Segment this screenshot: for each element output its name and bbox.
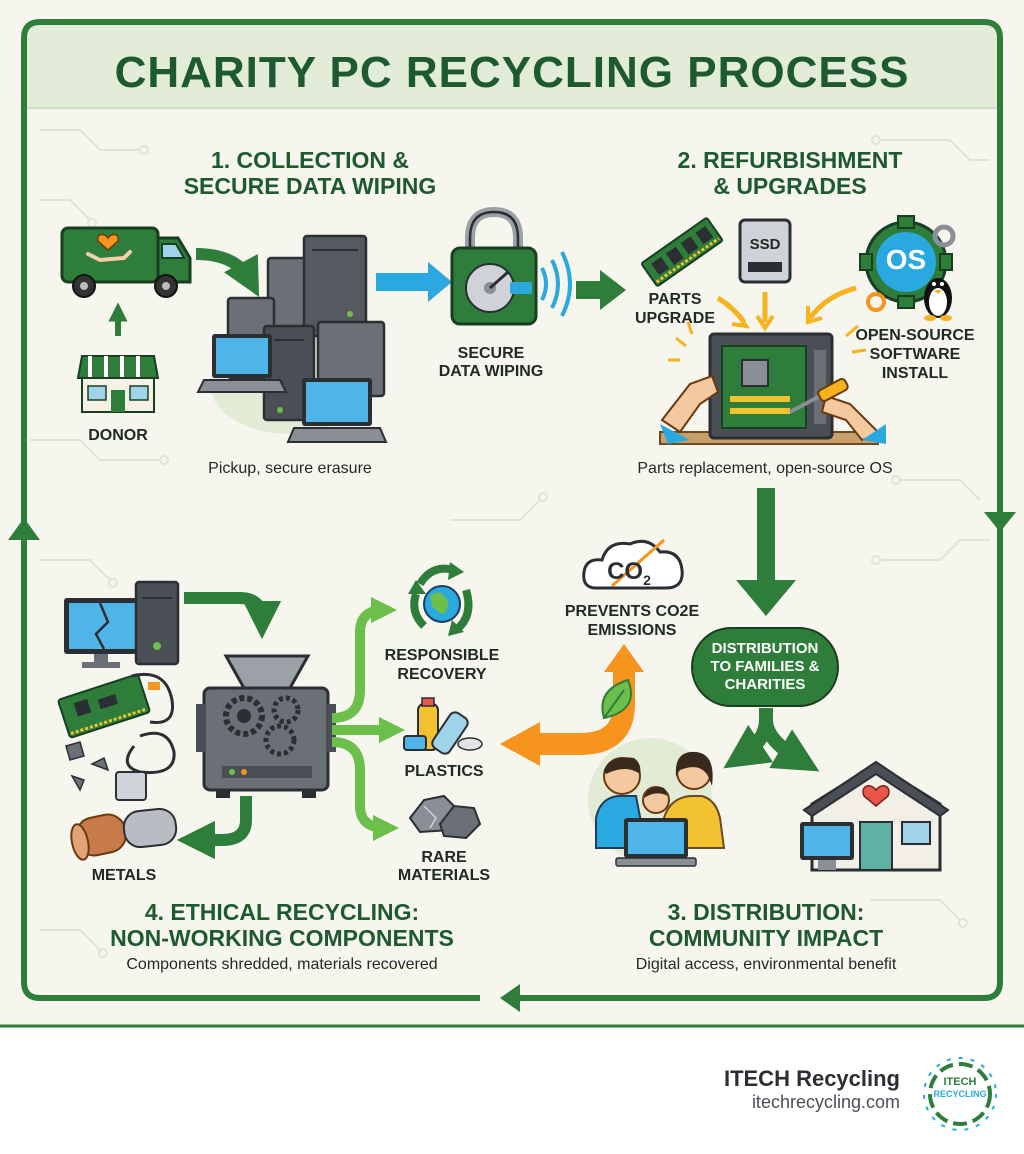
- software-label-line3: INSTALL: [881, 365, 949, 382]
- scrap-pieces: [65, 741, 110, 792]
- frame-arrowhead-right: [984, 512, 1016, 532]
- distribution-bubble-line1: DISTRIBUTION: [711, 640, 819, 657]
- cable-icon: [125, 673, 176, 775]
- metal-tube-icon: [70, 771, 178, 861]
- recovery-label-line2: RECOVERY: [397, 666, 487, 683]
- plastic-bottle-icon: [403, 697, 483, 755]
- computers-pile-icon: [196, 234, 388, 443]
- house-heart-icon: [800, 760, 950, 872]
- metals-label: METALS: [91, 867, 157, 884]
- heart-hand-icon: [86, 233, 132, 263]
- arrow-split-right: [759, 708, 820, 772]
- arrow-shredder-to-metals: [176, 796, 252, 860]
- leaf-icon: [601, 678, 632, 720]
- distribution-bubble-line2: TO FAMILIES &: [710, 658, 820, 675]
- brand-url[interactable]: itechrecycling.com: [751, 1092, 900, 1112]
- step2-caption: Parts replacement, open-source OS: [637, 460, 893, 477]
- step1-title-line2: SECURE DATA WIPING: [183, 173, 437, 199]
- step3-title-line2: COMMUNITY IMPACT: [648, 925, 884, 951]
- plastics-label: PLASTICS: [404, 763, 484, 780]
- step4-caption: Components shredded, materials recovered: [126, 956, 438, 973]
- broken-monitor-icon: [64, 580, 180, 668]
- arrow-van-to-computers: [195, 248, 260, 297]
- step3-title-line1: 3. DISTRIBUTION:: [667, 899, 865, 925]
- brand-name: ITECH Recycling: [723, 1066, 900, 1091]
- shredder-icon: [196, 654, 336, 798]
- distribution-bubble-line3: CHARITIES: [724, 676, 806, 693]
- wipe-label-line2: DATA WIPING: [438, 363, 544, 380]
- recovery-label-line1: RESPONSIBLE: [384, 647, 500, 664]
- upgrade-arrows: [716, 285, 857, 332]
- spark-lines: [668, 321, 867, 362]
- logo-text-line1: ITECH: [943, 1076, 977, 1088]
- family-icon: [588, 738, 726, 867]
- cycle-frame-left: [21, 19, 480, 1001]
- screwdriver-icon: [789, 378, 849, 414]
- donor-label: DONOR: [88, 427, 148, 444]
- page-title: CHARITY PC RECYCLING PROCESS: [114, 48, 910, 97]
- logo-text-line2: RECYCLING: [933, 1089, 987, 1099]
- circuit-board-icon: [57, 673, 151, 739]
- hands-icon: [660, 374, 886, 444]
- rock-icon: [408, 794, 482, 840]
- co2-label-line1: PREVENTS CO2e: [564, 603, 700, 620]
- step1-caption: Pickup, secure erasure: [208, 460, 372, 477]
- recycle-globe-icon: [408, 562, 473, 636]
- step4-title-line2: NON-WORKING COMPONENTS: [110, 925, 454, 951]
- hard-drive-icon: [465, 263, 532, 313]
- step4-title-line1: 4. ETHICAL RECYCLING:: [144, 899, 420, 925]
- circuit-background: [30, 129, 990, 958]
- rare-label-line2: MATERIALS: [397, 867, 491, 884]
- ram-stick-icon: [640, 217, 724, 287]
- step2-title-line1: 2. REFURBISHMENT: [677, 147, 903, 173]
- penguin-icon: [924, 278, 952, 321]
- co2-label-line2: EMISSIONS: [587, 622, 677, 639]
- software-label-line1: OPEN-SOURCE: [855, 327, 975, 344]
- storefront-icon: [76, 355, 160, 413]
- cycle-frame-right: [40, 19, 1003, 1001]
- co2-symbol: CO2: [607, 558, 651, 588]
- parts-label-line2: UPGRADE: [634, 310, 715, 327]
- delivery-van-icon: [60, 226, 192, 298]
- material-branch-arrows: [331, 597, 405, 841]
- frame-arrowhead-bottom: [500, 984, 520, 1012]
- ssd-icon: [738, 218, 792, 284]
- step1-title-line1: 1. COLLECTION &: [210, 147, 410, 173]
- wipe-label-line1: SECURE: [457, 345, 525, 362]
- frame-arrowhead-left: [8, 518, 40, 540]
- title-band: [24, 22, 1000, 108]
- step2-title-line2: & UPGRADES: [713, 173, 867, 199]
- cloud-co2-icon: [582, 538, 684, 590]
- arrow-monitor-to-shredder: [184, 592, 282, 640]
- footer: ITECH Recycling itechrecycling.com ITECH…: [0, 1028, 1024, 1154]
- parts-label-line1: PARTS: [648, 291, 702, 308]
- software-label-line2: SOFTWARE: [869, 346, 961, 363]
- os-label: OS: [885, 244, 927, 275]
- rare-label-line1: RARE: [421, 849, 467, 866]
- step3-caption: Digital access, environmental benefit: [635, 956, 897, 973]
- distribution-bubble: [691, 627, 839, 707]
- wireless-waves: [540, 251, 572, 317]
- os-gear-icon: [859, 215, 956, 312]
- brand-logo: [923, 1057, 997, 1131]
- ssd-label: SSD: [749, 236, 781, 253]
